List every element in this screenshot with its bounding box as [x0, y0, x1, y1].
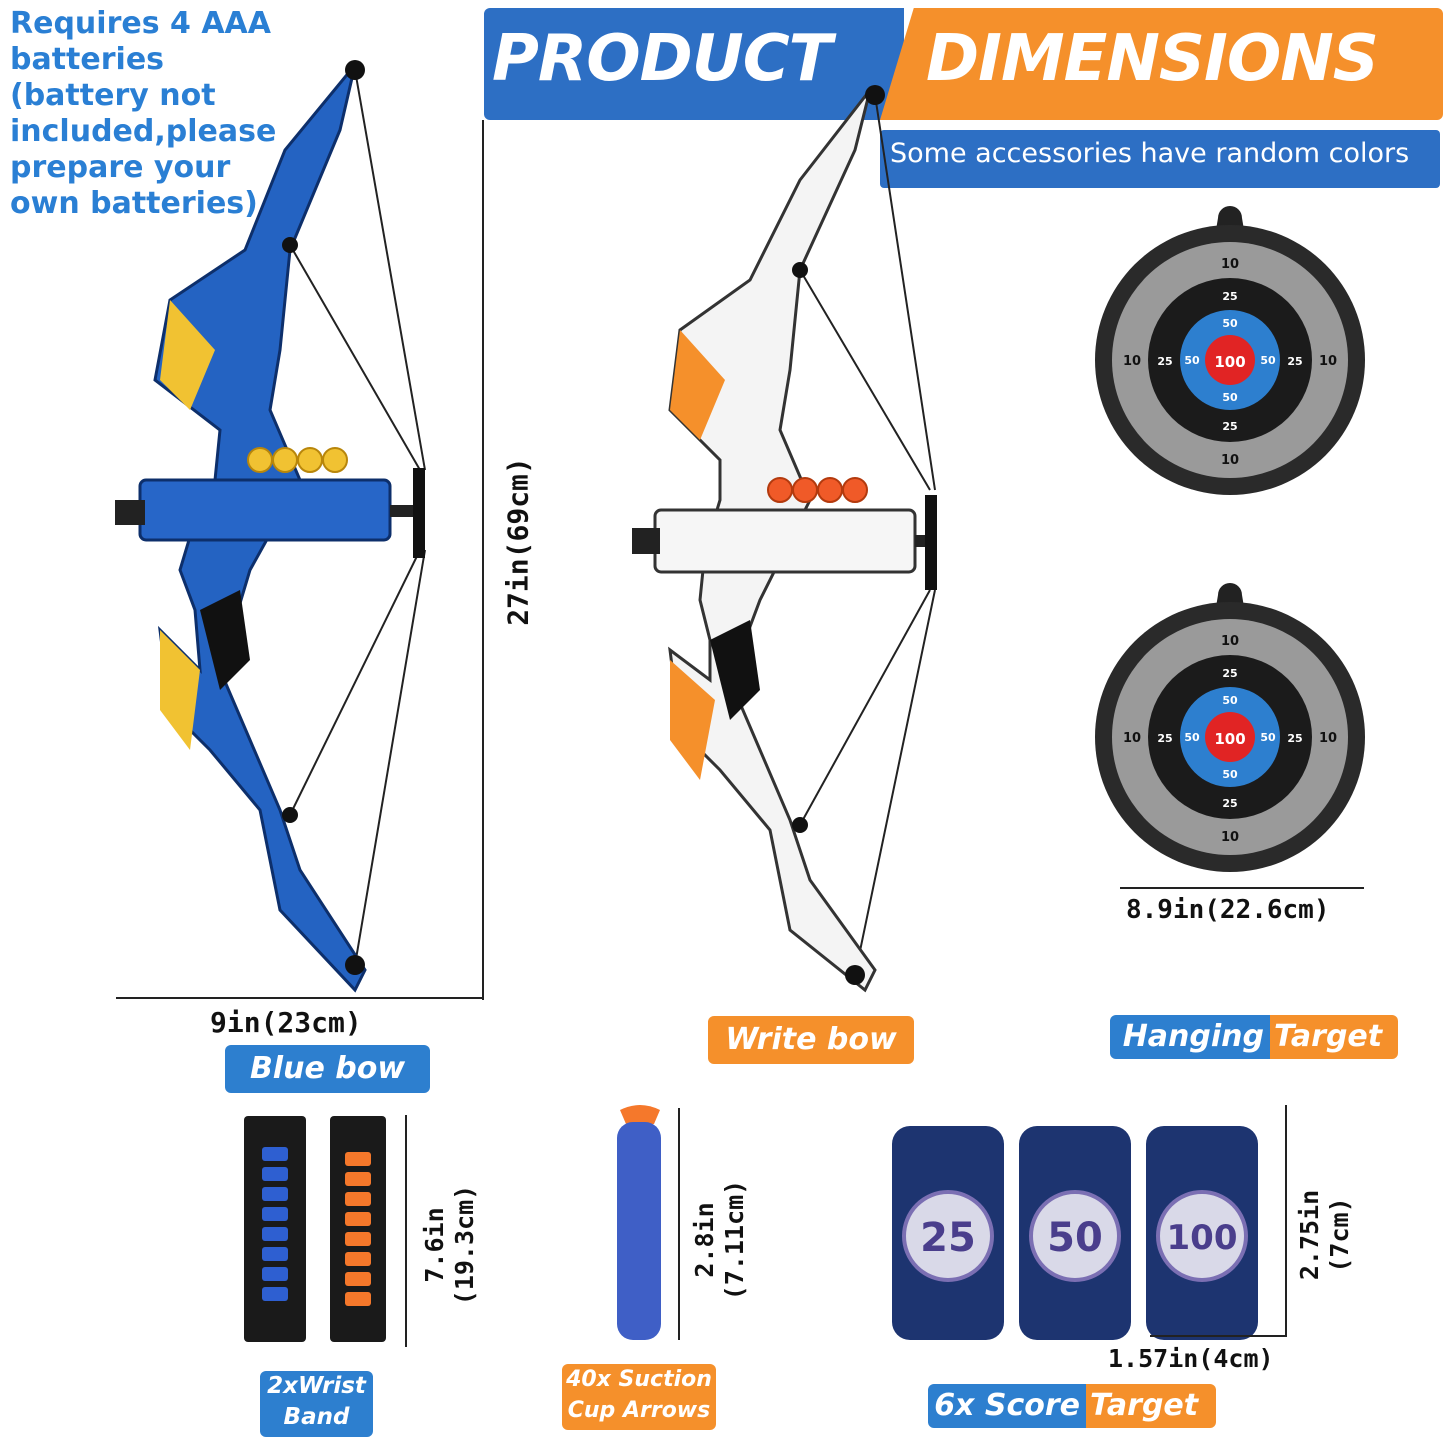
can-score-50: 50	[1047, 1215, 1103, 1261]
score-cans-image: 25 50 100	[892, 1126, 1258, 1340]
ring-50: 50	[1260, 354, 1276, 367]
can-height-line2: (7cm)	[1325, 1197, 1354, 1273]
ring-50: 50	[1184, 354, 1200, 367]
ring-50: 50	[1222, 694, 1238, 707]
battery-note-line: (battery not	[10, 78, 216, 113]
bow-width-line	[116, 997, 482, 999]
bow-height-line	[482, 120, 484, 1000]
wrist-height-label: 7.6in (19.3cm)	[420, 1150, 480, 1340]
ring-25: 25	[1287, 355, 1302, 368]
target-width-line	[1120, 887, 1364, 889]
target-label-part: Target	[1270, 1015, 1398, 1059]
ring-50: 50	[1184, 731, 1200, 744]
arrows-label-line2: Cup Arrows	[567, 1398, 711, 1423]
hanging-target-label: Hanging Target	[1110, 1015, 1398, 1059]
arrow-height-line2: (7.11cm)	[720, 1179, 749, 1301]
suction-arrow-image	[617, 1105, 661, 1340]
hanging-label-part: Hanging	[1110, 1015, 1270, 1059]
score-label-part: 6x Score	[928, 1384, 1086, 1428]
ring-10: 10	[1123, 731, 1141, 746]
blue-bow-label: Blue bow	[225, 1045, 430, 1093]
hanging-target-2: 10 10 10 10 25 25 25 25 50 50 50 50 100	[1095, 583, 1365, 872]
ring-25: 25	[1157, 732, 1172, 745]
ring-25: 25	[1222, 420, 1237, 433]
can-width-label: 1.57in(4cm)	[1108, 1344, 1274, 1373]
target-width-label: 8.9in(22.6cm)	[1126, 895, 1330, 925]
ring-100: 100	[1214, 730, 1245, 748]
hanging-target-1: 10 10 10 10 25 25 25 25 50 50 50 50 100	[1095, 206, 1365, 495]
can-score-100: 100	[1167, 1218, 1238, 1258]
ring-10: 10	[1221, 453, 1239, 468]
wrist-band-label: 2xWrist Band	[260, 1371, 373, 1437]
ring-10: 10	[1319, 354, 1337, 369]
can-height-line1: 2.75in	[1295, 1189, 1324, 1281]
arrows-label: 40x Suction Cup Arrows	[562, 1364, 716, 1430]
can-height-line	[1285, 1105, 1287, 1337]
bow-width-label: 9in(23cm)	[210, 1006, 362, 1039]
wrist-height-line2: (19.3cm)	[450, 1184, 479, 1306]
ring-100: 100	[1214, 353, 1245, 371]
score-target-label: 6x Score Target	[928, 1384, 1216, 1428]
ring-10: 10	[1319, 731, 1337, 746]
arrows-label-line1: 40x Suction	[566, 1367, 712, 1392]
ring-10: 10	[1221, 257, 1239, 272]
ring-50: 50	[1260, 731, 1276, 744]
wrist-height-line1: 7.6in	[420, 1207, 449, 1283]
white-bow-image	[632, 85, 937, 993]
ring-25: 25	[1157, 355, 1172, 368]
can-score-25: 25	[920, 1215, 976, 1261]
ring-10: 10	[1221, 830, 1239, 845]
ring-25: 25	[1222, 667, 1237, 680]
wrist-label-line1: 2xWrist	[267, 1373, 366, 1399]
header-left-banner	[484, 8, 904, 120]
subtitle: Some accessories have random colors	[890, 138, 1410, 169]
arrow-height-label: 2.8in (7.11cm)	[690, 1145, 750, 1335]
header-dimensions: DIMENSIONS	[926, 22, 1379, 96]
can-height-label: 2.75in (7cm)	[1295, 1140, 1355, 1330]
battery-note-line: Requires 4 AAA batteries	[10, 6, 271, 77]
ring-50: 50	[1222, 391, 1238, 404]
wrist-height-line	[405, 1115, 407, 1347]
target-label-part: Target	[1086, 1384, 1216, 1428]
ring-10: 10	[1221, 634, 1239, 649]
ring-50: 50	[1222, 317, 1238, 330]
wrist-label-line2: Band	[283, 1404, 350, 1430]
header-right-banner	[880, 8, 1443, 120]
ring-25: 25	[1222, 290, 1237, 303]
arrow-height-line	[678, 1108, 680, 1340]
battery-note-line: included,please	[10, 114, 277, 149]
bow-height-label: 27in(69cm)	[501, 457, 535, 626]
battery-note-line: prepare your	[10, 150, 231, 185]
blue-bow-image	[115, 60, 426, 993]
battery-note: Requires 4 AAA batteries (battery not in…	[10, 6, 430, 222]
write-bow-label: Write bow	[708, 1016, 914, 1064]
can-width-line	[1150, 1335, 1287, 1337]
ring-10: 10	[1123, 354, 1141, 369]
ring-25: 25	[1287, 732, 1302, 745]
header-product: PRODUCT	[492, 22, 832, 96]
ring-50: 50	[1222, 768, 1238, 781]
subtitle-bar	[880, 130, 1440, 188]
ring-25: 25	[1222, 797, 1237, 810]
wrist-bands-image	[244, 1116, 386, 1342]
arrow-height-line1: 2.8in	[690, 1202, 719, 1278]
battery-note-line: own batteries)	[10, 186, 258, 221]
